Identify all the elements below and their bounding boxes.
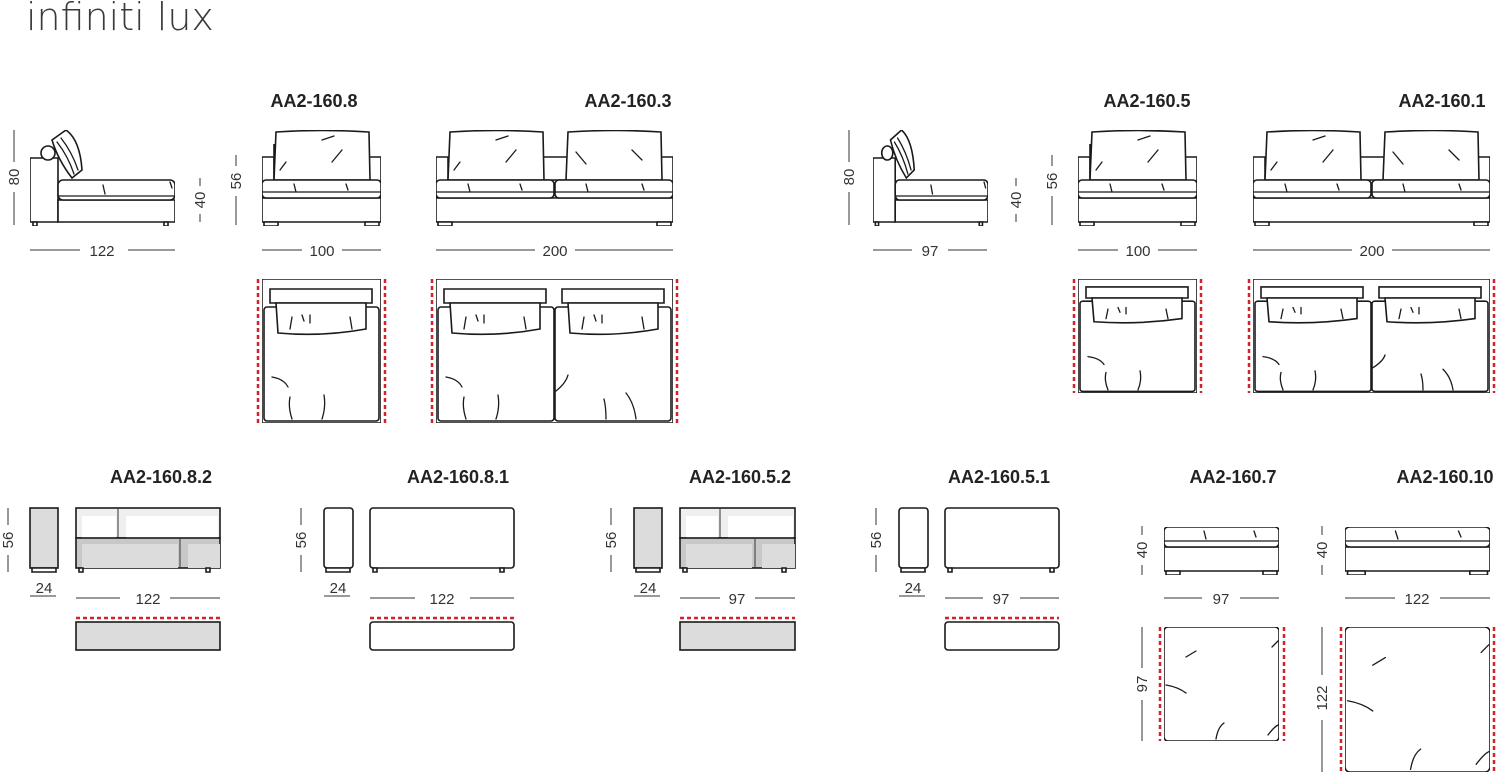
page-title: infiniti lux: [26, 0, 214, 39]
top-view: [1345, 627, 1490, 772]
dim-width: 97: [729, 591, 746, 608]
side-view-drawing: [30, 130, 175, 226]
dim-height: 56: [603, 532, 620, 549]
front-view: [1078, 130, 1197, 226]
front-view: [1253, 130, 1490, 226]
side-view-a: 80 40 122: [6, 130, 209, 260]
module-aa2-160-8: AA2-160.8 56 100: [228, 91, 387, 423]
dim-width: 200: [1359, 243, 1384, 260]
module-code: AA2-160.7: [1189, 467, 1276, 487]
dim-width: 100: [1125, 243, 1150, 260]
front-view: [1164, 527, 1279, 575]
front-view: [262, 130, 381, 226]
module-code: AA2-160.8: [270, 91, 357, 111]
module-code: AA2-160.3: [584, 91, 671, 111]
dim-depth: 97: [1134, 676, 1151, 693]
top-view: [436, 279, 673, 423]
dim-width: 100: [309, 243, 334, 260]
dim-depth: 24: [330, 580, 347, 597]
dim-depth: 24: [640, 580, 657, 597]
top-view: [1253, 279, 1490, 393]
dim-height: 56: [293, 532, 310, 549]
dim-width: 122: [135, 591, 160, 608]
module-code: AA2-160.8.1: [407, 467, 509, 487]
dim-width: 200: [542, 243, 567, 260]
dim-height: 56: [868, 532, 885, 549]
top-view: [1078, 279, 1197, 393]
dim-height: 56: [228, 173, 245, 190]
dim-height: 40: [1314, 542, 1331, 559]
module-aa2-160-8-1: AA2-160.8.1 56 24 122: [293, 467, 514, 650]
front-view: [436, 130, 673, 226]
dim-depth: 24: [36, 580, 53, 597]
module-code: AA2-160.8.2: [110, 467, 212, 487]
module-aa2-160-1: AA2-160.1 200: [1247, 91, 1496, 393]
top-view: [262, 279, 381, 423]
dim-depth: 97: [922, 243, 939, 260]
module-code: AA2-160.5.2: [689, 467, 791, 487]
side-view-drawing: [873, 130, 988, 226]
dim-depth: 24: [905, 580, 922, 597]
module-aa2-160-5: AA2-160.5 56 100: [1044, 91, 1203, 393]
dim-height: 80: [6, 169, 23, 186]
module-aa2-160-3: AA2-160.3 200: [430, 91, 679, 423]
dim-height: 56: [1044, 173, 1061, 190]
dim-width: 97: [1213, 591, 1230, 608]
module-code: AA2-160.5.1: [948, 467, 1050, 487]
front-view: [1345, 527, 1490, 575]
dim-width: 97: [993, 591, 1010, 608]
dim-seat-height: 40: [192, 192, 209, 209]
dim-height: 56: [0, 532, 17, 549]
dim-width: 122: [1404, 591, 1429, 608]
module-code: AA2-160.1: [1398, 91, 1485, 111]
module-aa2-160-7: AA2-160.7 40 97 97: [1134, 467, 1286, 741]
dim-depth: 122: [1314, 685, 1331, 710]
top-view: [1164, 627, 1279, 741]
side-view-b: 80 40 97: [841, 130, 1025, 260]
dim-width: 122: [429, 591, 454, 608]
module-code: AA2-160.10: [1396, 467, 1493, 487]
dim-depth: 122: [89, 243, 114, 260]
dim-height: 80: [841, 169, 858, 186]
module-aa2-160-5-1: AA2-160.5.1 56 24 97: [868, 467, 1059, 650]
module-aa2-160-8-2: AA2-160.8.2 56 24 122: [0, 467, 221, 651]
module-code: AA2-160.5: [1103, 91, 1190, 111]
dim-seat-height: 40: [1008, 192, 1025, 209]
dim-height: 40: [1134, 542, 1151, 559]
module-aa2-160-10: AA2-160.10 40 122 122: [1314, 467, 1496, 772]
module-aa2-160-5-2: AA2-160.5.2 56 24 97: [603, 467, 796, 651]
